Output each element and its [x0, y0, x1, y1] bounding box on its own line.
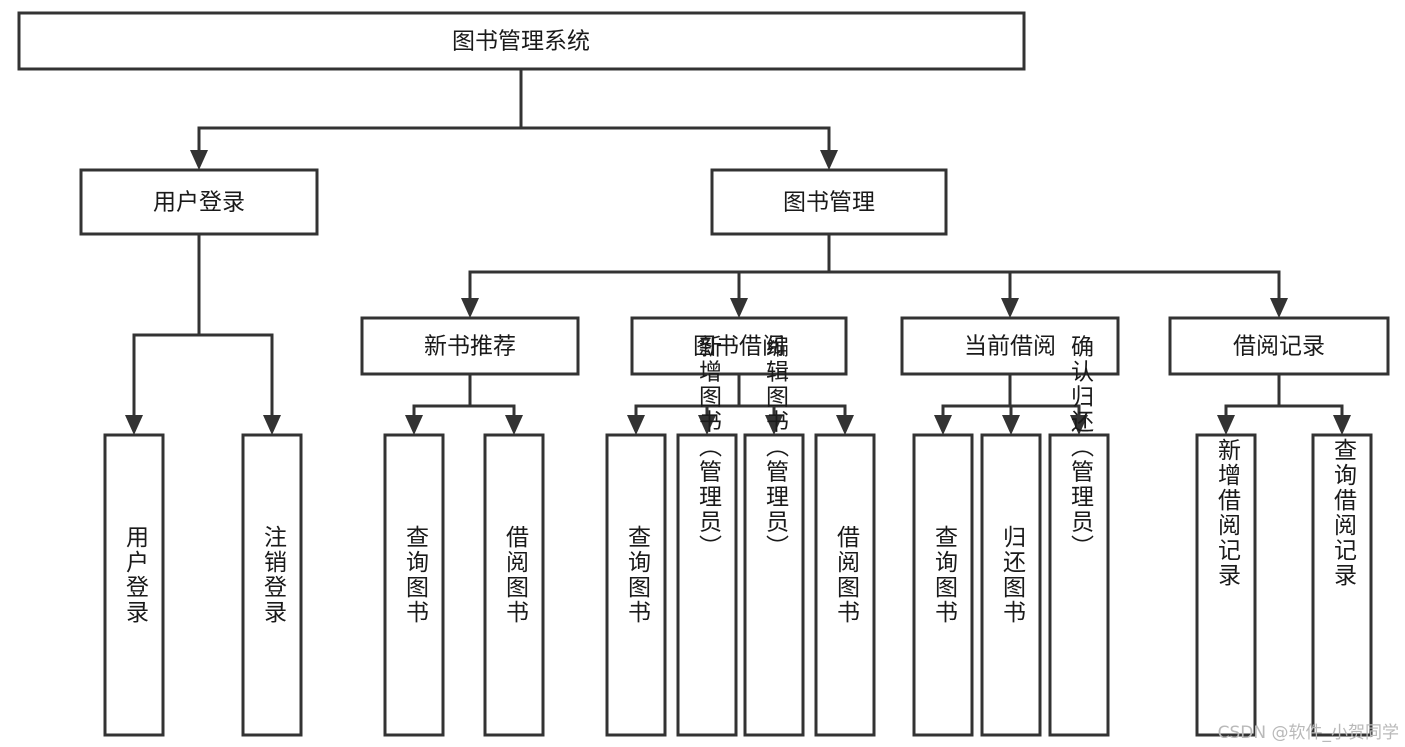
leaf-user-login-label: 用户登录 — [122, 525, 150, 625]
node-new-book-recommend-label: 新书推荐 — [424, 334, 516, 360]
arrow-to-leaf-user-login — [125, 415, 143, 435]
node-book-management-label: 图书管理 — [783, 190, 875, 216]
arrow-to-leaf-query-book-b — [627, 415, 645, 435]
node-book-borrow-label: 图书借阅 — [693, 334, 785, 360]
node-book-management-box[interactable] — [710, 168, 948, 236]
node-book-borrow[interactable]: 图书借阅 — [630, 316, 848, 376]
arrow-to-current-borrow — [1001, 298, 1019, 318]
node-root-box[interactable] — [17, 11, 1026, 71]
leaf-borrow-book-borrow-label: 借阅图书 — [833, 525, 861, 625]
node-book-management[interactable]: 图书管理 — [710, 168, 948, 236]
leaf-confirm-return-admin-box[interactable] — [1048, 433, 1110, 737]
leaf-query-book-recommend-box[interactable] — [383, 433, 445, 737]
connector-layer — [125, 67, 1351, 435]
node-root[interactable]: 图书管理系统 — [17, 11, 1026, 71]
leaf-borrow-book-recommend-label: 借阅图书 — [502, 525, 530, 625]
leaf-user-login-box[interactable] — [103, 433, 165, 737]
node-user-login-box[interactable] — [79, 168, 319, 236]
node-borrow-record[interactable]: 借阅记录 — [1168, 316, 1390, 376]
leaf-user-login[interactable]: 用户登录 — [103, 433, 165, 737]
leaf-logout-label: 注销登录 — [260, 525, 288, 625]
arrow-to-leaf-logout — [263, 415, 281, 435]
node-borrow-record-box[interactable] — [1168, 316, 1390, 376]
node-current-borrow[interactable]: 当前借阅 — [900, 316, 1120, 376]
leaf-borrow-book-recommend-box[interactable] — [483, 433, 545, 737]
arrow-to-borrow-record — [1270, 298, 1288, 318]
leaf-return-book-box[interactable] — [980, 433, 1042, 737]
arrow-to-new-book-recommend — [461, 298, 479, 318]
leaf-query-book-borrow-box[interactable] — [605, 433, 667, 737]
leaf-query-borrow-record-label: 查询借阅记录 — [1330, 438, 1358, 588]
arrow-to-book-borrow — [730, 298, 748, 318]
leaf-confirm-return-admin-label: 确认归还（管理员） — [1067, 335, 1095, 560]
node-new-book-recommend[interactable]: 新书推荐 — [360, 316, 580, 376]
leaf-add-book-admin-label: 新增图书（管理员） — [695, 335, 723, 560]
arrow-to-leaf-borrow-book-b — [836, 415, 854, 435]
leaf-query-book-recommend-label: 查询图书 — [402, 525, 430, 625]
node-root-label: 图书管理系统 — [452, 29, 590, 55]
arrow-to-leaf-borrow-book-a — [505, 415, 523, 435]
leaf-edit-book-admin-label: 编辑图书（管理员） — [762, 335, 790, 560]
arrow-to-leaf-query-book-c — [934, 415, 952, 435]
node-current-borrow-label: 当前借阅 — [964, 334, 1056, 360]
leaf-borrow-book-recommend[interactable]: 借阅图书 — [483, 433, 545, 737]
leaf-query-book-borrow[interactable]: 查询图书 — [605, 433, 667, 737]
leaf-query-borrow-record[interactable]: 查询借阅记录 — [1311, 433, 1373, 737]
leaf-add-book-admin[interactable]: 新增图书（管理员） — [676, 335, 738, 737]
leaf-return-book[interactable]: 归还图书 — [980, 433, 1042, 737]
arrow-to-leaf-return-book — [1002, 415, 1020, 435]
node-book-borrow-box[interactable] — [630, 316, 848, 376]
node-borrow-record-label: 借阅记录 — [1233, 334, 1325, 360]
leaf-borrow-book-borrow[interactable]: 借阅图书 — [814, 433, 876, 737]
node-user-login[interactable]: 用户登录 — [79, 168, 319, 236]
leaf-query-borrow-record-box[interactable] — [1311, 433, 1373, 737]
leaf-edit-book-admin[interactable]: 编辑图书（管理员） — [743, 335, 805, 737]
leaf-add-book-admin-box[interactable] — [676, 433, 738, 737]
leaf-confirm-return-admin[interactable]: 确认归还（管理员） — [1048, 335, 1110, 737]
arrow-to-leaf-query-book-a — [405, 415, 423, 435]
leaf-query-book-borrow-label: 查询图书 — [624, 525, 652, 625]
leaf-query-book-current[interactable]: 查询图书 — [912, 433, 974, 737]
node-new-book-recommend-box[interactable] — [360, 316, 580, 376]
arrow-root-to-book-mgmt — [820, 150, 838, 170]
leaf-add-borrow-record[interactable]: 新增借阅记录 — [1195, 433, 1257, 737]
leaf-logout-box[interactable] — [241, 433, 303, 737]
leaf-add-borrow-record-label: 新增借阅记录 — [1214, 438, 1242, 588]
leaf-query-book-recommend[interactable]: 查询图书 — [383, 433, 445, 737]
leaf-query-book-current-box[interactable] — [912, 433, 974, 737]
leaf-return-book-label: 归还图书 — [999, 525, 1027, 625]
leaf-borrow-book-borrow-box[interactable] — [814, 433, 876, 737]
arrow-to-leaf-query-record — [1333, 415, 1351, 435]
leaf-edit-book-admin-box[interactable] — [743, 433, 805, 737]
node-user-login-label: 用户登录 — [153, 190, 245, 216]
arrow-to-leaf-add-record — [1217, 415, 1235, 435]
leaf-logout[interactable]: 注销登录 — [241, 433, 303, 737]
arrow-root-to-user-login — [190, 150, 208, 170]
leaf-query-book-current-label: 查询图书 — [931, 525, 959, 625]
leaf-add-borrow-record-box[interactable] — [1195, 433, 1257, 737]
node-current-borrow-box[interactable] — [900, 316, 1120, 376]
